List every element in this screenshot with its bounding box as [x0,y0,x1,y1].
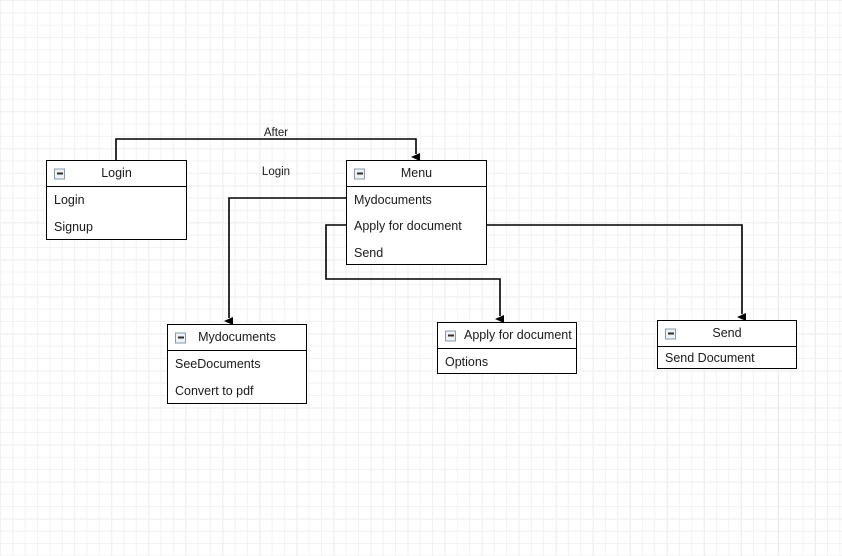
connector-menu-to-send[interactable] [487,224,746,321]
node-title-mydocuments: Mydocuments [198,330,276,345]
node-title-apply-for-document: Apply for document [464,328,572,343]
node-header-send[interactable]: Send [658,321,796,347]
node-item[interactable]: SeeDocuments [175,357,261,371]
node-title-login: Login [101,166,132,181]
collapse-minus-icon[interactable] [445,330,456,341]
collapse-minus-icon[interactable] [665,328,676,339]
connector-menu-to-mydocuments[interactable] [224,197,346,325]
edge-label-line-1: After [263,127,289,139]
edge-label-after-login: After Login [250,101,302,205]
collapse-minus-icon[interactable] [354,168,365,179]
node-header-login[interactable]: Login [47,161,186,187]
node-body-send: Send Document [658,347,796,370]
collapse-minus-icon[interactable] [54,168,65,179]
node-title-send: Send [712,326,742,341]
node-title-menu: Menu [400,166,433,181]
node-header-apply-for-document[interactable]: Apply for document [438,323,576,349]
node-item[interactable]: Send Document [665,351,755,365]
node-item[interactable]: Options [445,355,489,369]
node-item[interactable]: Signup [54,220,93,234]
node-body-apply-for-document: Options [438,349,576,375]
node-item[interactable]: Send [354,245,384,260]
node-item[interactable]: Convert to pdf [175,384,254,398]
node-item[interactable]: Login [54,193,85,207]
collapse-minus-icon[interactable] [175,332,186,343]
node-header-menu[interactable]: Menu [347,161,486,187]
node-item[interactable]: Mydocuments [354,193,432,207]
node-item[interactable]: Apply for document [354,219,462,234]
edge-label-line-2: Login [261,166,291,178]
node-header-mydocuments[interactable]: Mydocuments [168,325,306,351]
